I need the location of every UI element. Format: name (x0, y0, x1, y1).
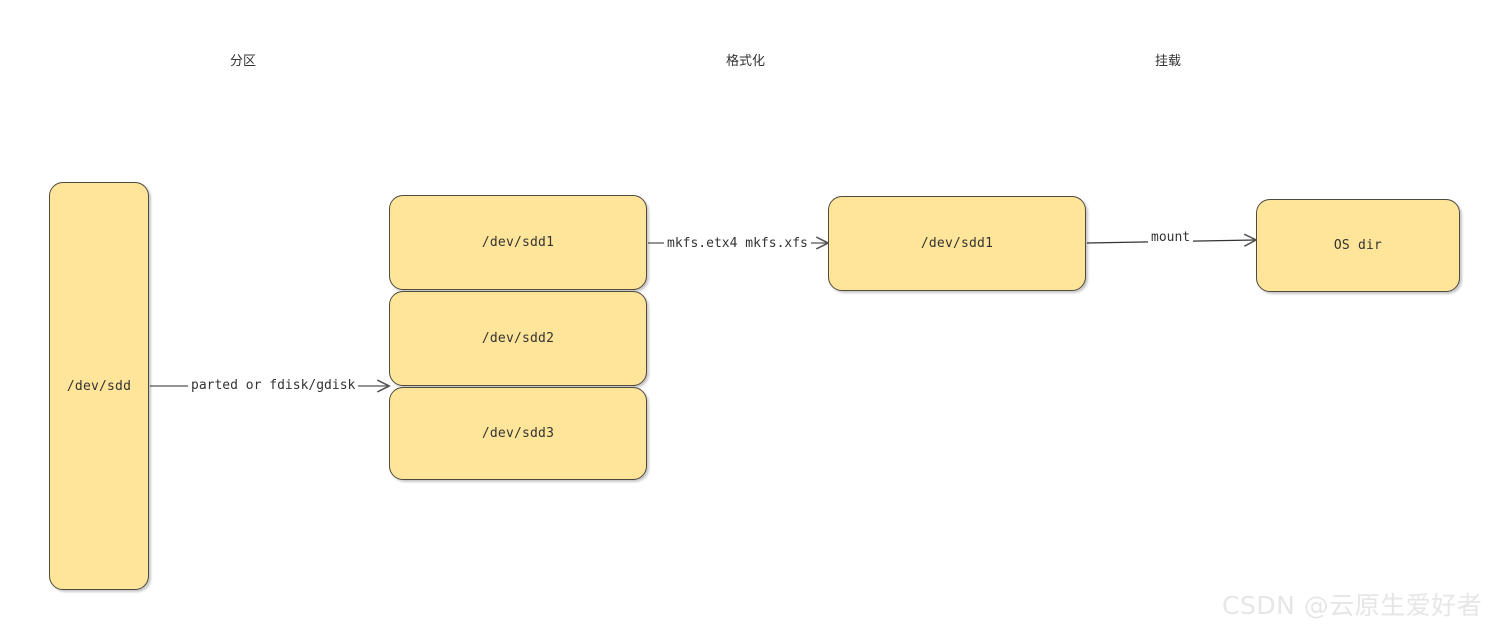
stage-title-partition: 分区 (230, 54, 257, 69)
node-os-dir[interactable]: OS dir (1256, 199, 1460, 292)
node-dev-sdd3-partition-label: /dev/sdd3 (481, 426, 555, 441)
node-dev-sdd1-partition-label: /dev/sdd1 (481, 235, 555, 250)
node-dev-sdd2-partition[interactable]: /dev/sdd2 (389, 291, 647, 386)
node-dev-sdd1-partition[interactable]: /dev/sdd1 (389, 195, 647, 290)
csdn-watermark: CSDN @云原生爱好者 (1222, 591, 1483, 620)
node-dev-sdd2-partition-label: /dev/sdd2 (481, 331, 555, 346)
node-dev-sdd1-formatted-label: /dev/sdd1 (920, 236, 994, 251)
edge-label-partition: parted or fdisk/gdisk (188, 379, 359, 392)
stage-title-mount: 挂载 (1155, 54, 1182, 69)
edge-label-format: mkfs.etx4 mkfs.xfs (664, 237, 811, 250)
edge-label-mount: mount (1148, 231, 1194, 244)
node-os-dir-label: OS dir (1333, 238, 1383, 253)
stage-title-format: 格式化 (726, 54, 766, 69)
node-dev-sdd1-formatted[interactable]: /dev/sdd1 (828, 196, 1086, 291)
node-dev-sdd3-partition[interactable]: /dev/sdd3 (389, 387, 647, 480)
node-dev-sdd[interactable]: /dev/sdd (49, 182, 149, 590)
node-dev-sdd-label: /dev/sdd (66, 378, 132, 394)
